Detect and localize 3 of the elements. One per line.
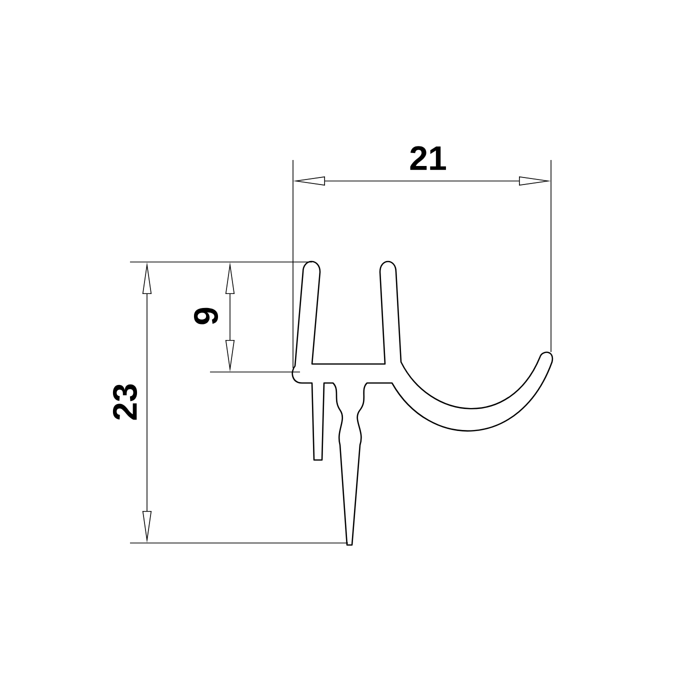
dimension-label: 21	[410, 146, 446, 170]
dimension-label: 23	[112, 384, 138, 420]
dimension-label: 9	[194, 308, 218, 324]
